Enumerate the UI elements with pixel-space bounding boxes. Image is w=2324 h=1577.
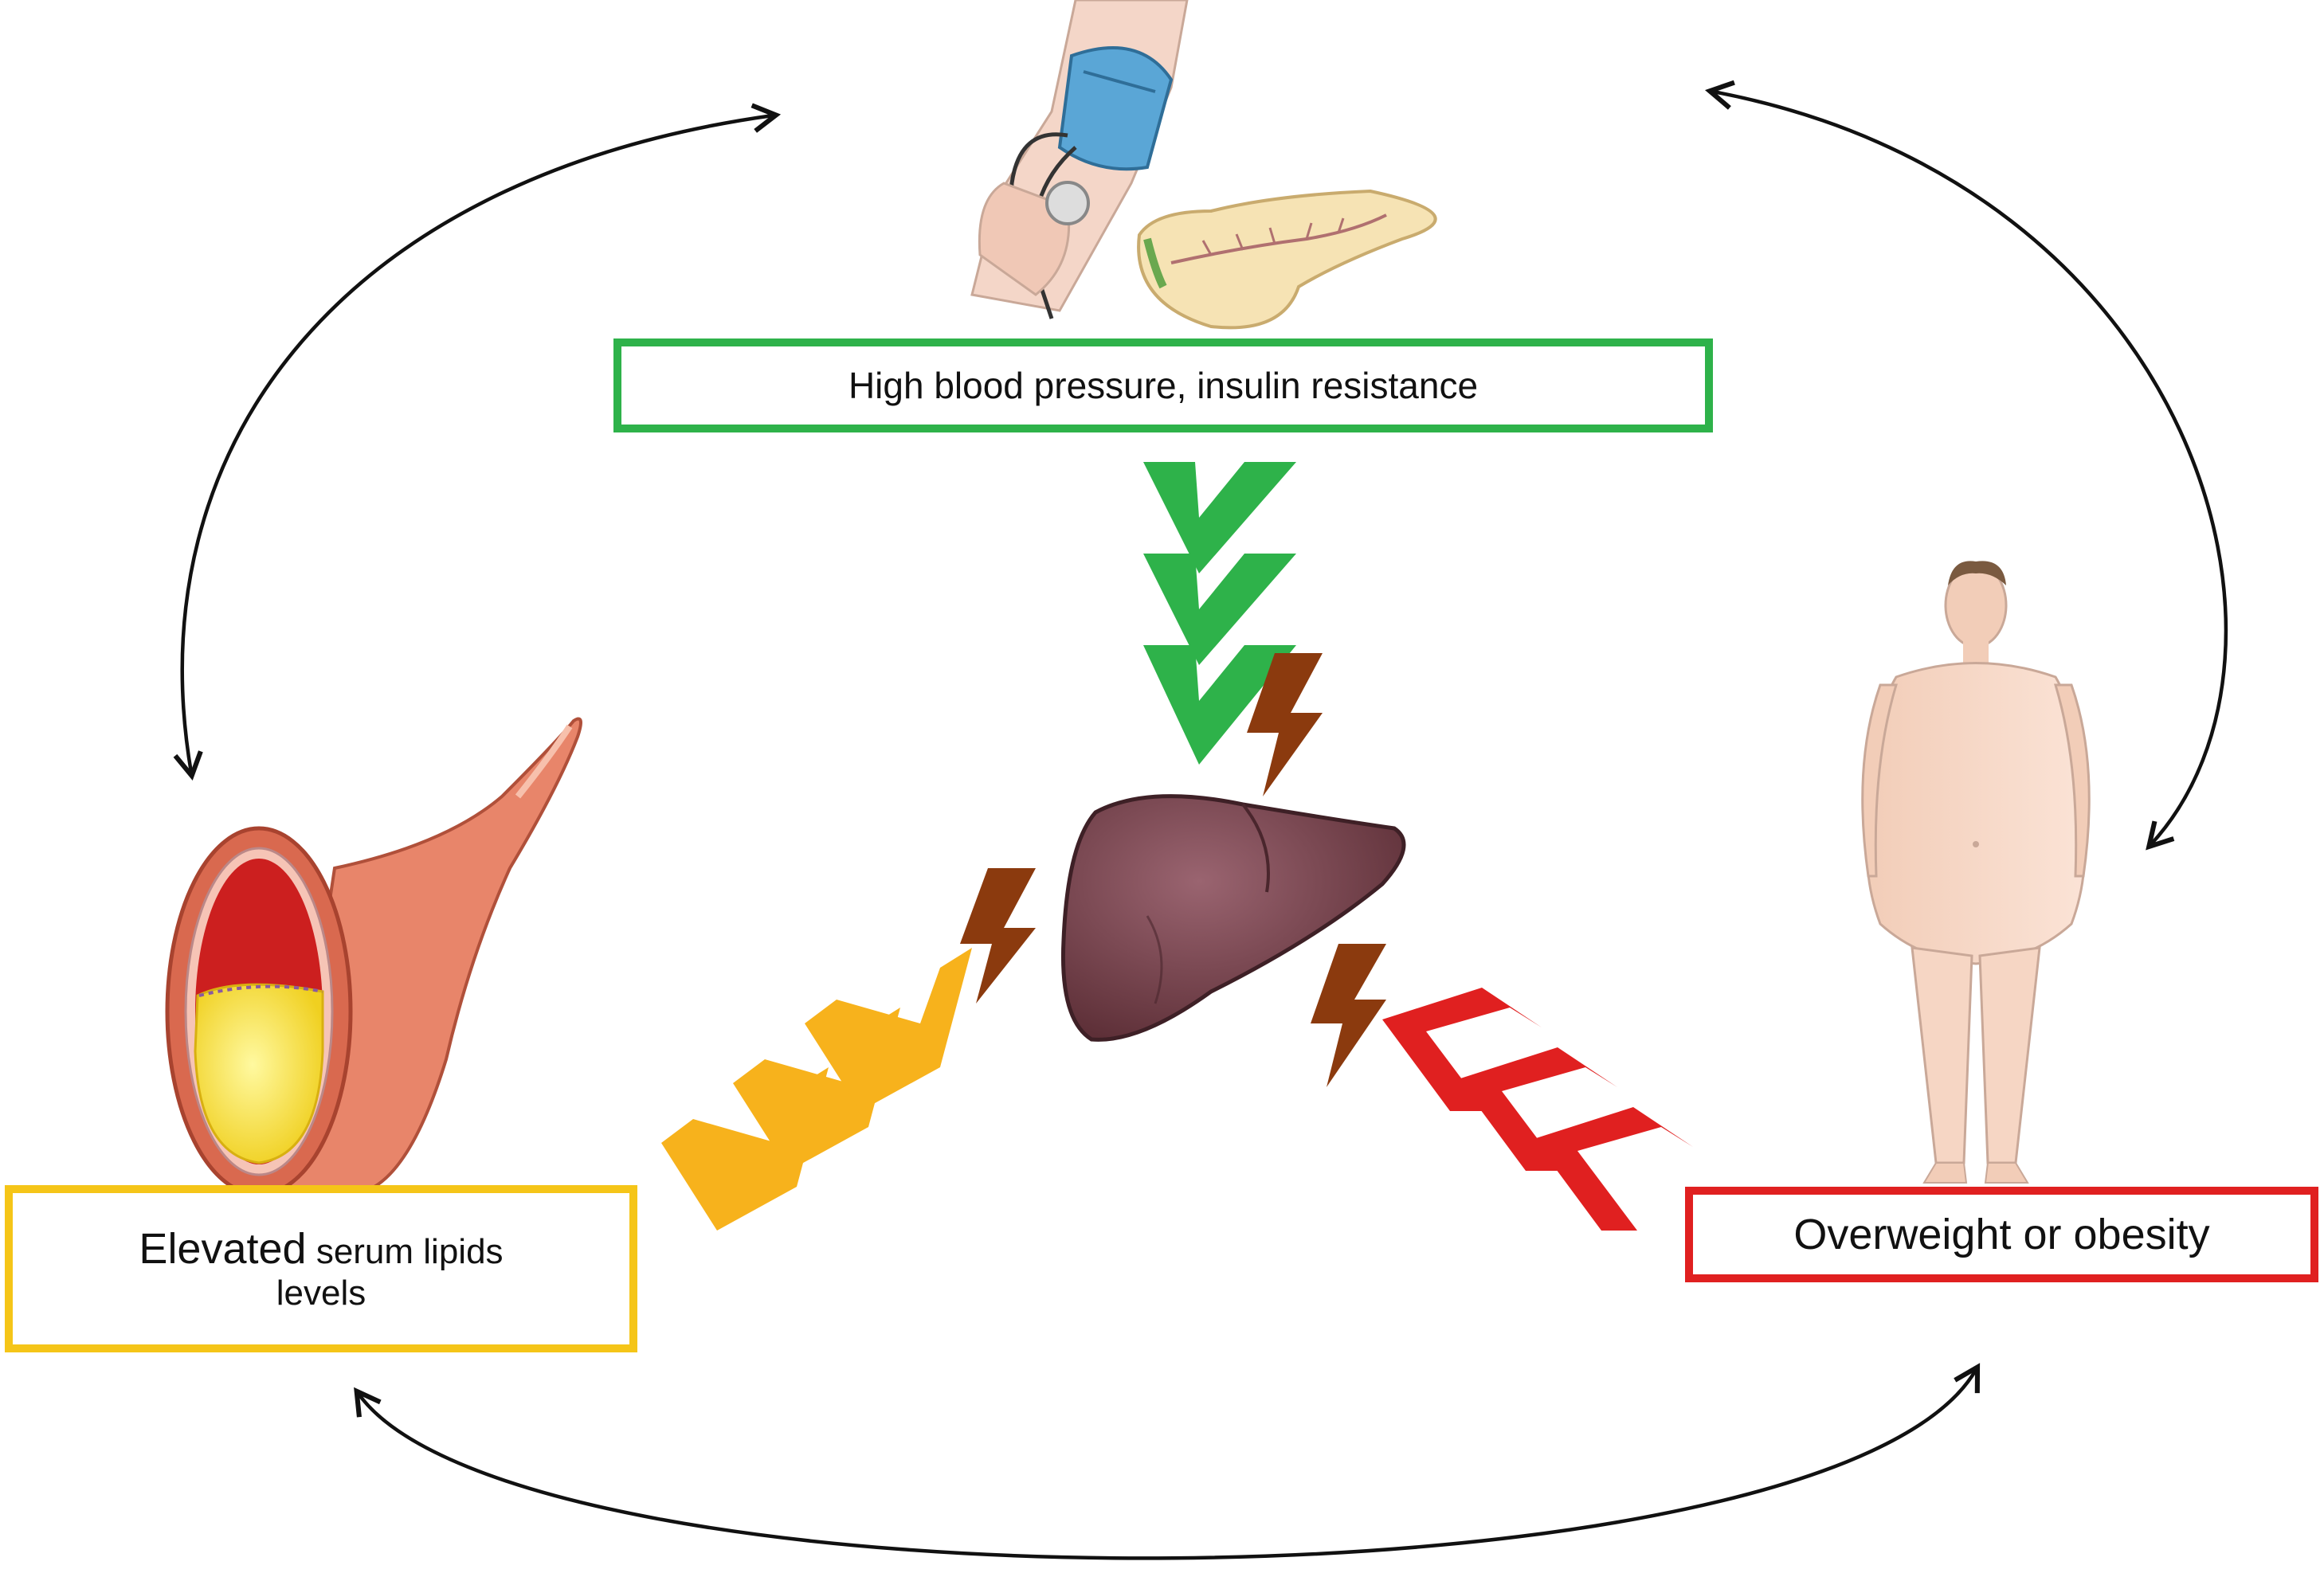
- artery-icon: [165, 717, 582, 1197]
- label-box-elevated-serum-lipids: Elevated serum lipids levels: [5, 1185, 637, 1352]
- label-overweight-obesity: Overweight or obesity: [1793, 1210, 2210, 1258]
- liver-icon: [1060, 794, 1406, 1042]
- chevron-arrow-icon: [805, 948, 972, 1111]
- red-chevron-arrows: [1382, 988, 1693, 1231]
- chevron-arrow-icon: [661, 1067, 829, 1231]
- chevron-arrow-icon: [1143, 462, 1296, 573]
- chevron-arrow-icon: [733, 1008, 900, 1171]
- chevron-arrow-icon: [1143, 645, 1296, 765]
- chevron-arrow-icon: [1382, 988, 1542, 1111]
- label-elevated: Elevated: [139, 1224, 307, 1273]
- cycle-arrows: [173, 80, 2228, 1560]
- label-elevated-line1: Elevated serum lipids: [139, 1224, 503, 1274]
- lightning-bolts: [960, 653, 1386, 1087]
- blood-pressure-cuff-icon: [970, 0, 1189, 319]
- label-serum-lipids: serum lipids: [315, 1231, 504, 1271]
- label-high-blood-pressure: High blood pressure, insulin resistance: [848, 364, 1479, 406]
- green-chevron-arrows: [1143, 462, 1296, 765]
- chevron-arrow-icon: [1143, 554, 1296, 665]
- lightning-bolt-icon: [1247, 653, 1323, 796]
- pancreas-icon: [1137, 189, 1437, 330]
- orange-chevron-arrows: [661, 948, 972, 1231]
- label-box-high-blood-pressure: High blood pressure, insulin resistance: [613, 338, 1713, 432]
- cycle-arrow-top-right: [1705, 80, 2228, 851]
- lightning-bolt-icon: [960, 868, 1036, 1004]
- chevron-arrow-icon: [1534, 1107, 1693, 1231]
- lightning-bolt-icon: [1311, 944, 1386, 1087]
- label-levels: levels: [276, 1273, 366, 1313]
- label-box-overweight-obesity: Overweight or obesity: [1685, 1187, 2318, 1282]
- human-body-icon: [1861, 561, 2091, 1184]
- cycle-arrow-bottom: [354, 1363, 1981, 1560]
- chevron-arrow-icon: [1458, 1047, 1617, 1171]
- cycle-arrow-top-left: [173, 103, 782, 781]
